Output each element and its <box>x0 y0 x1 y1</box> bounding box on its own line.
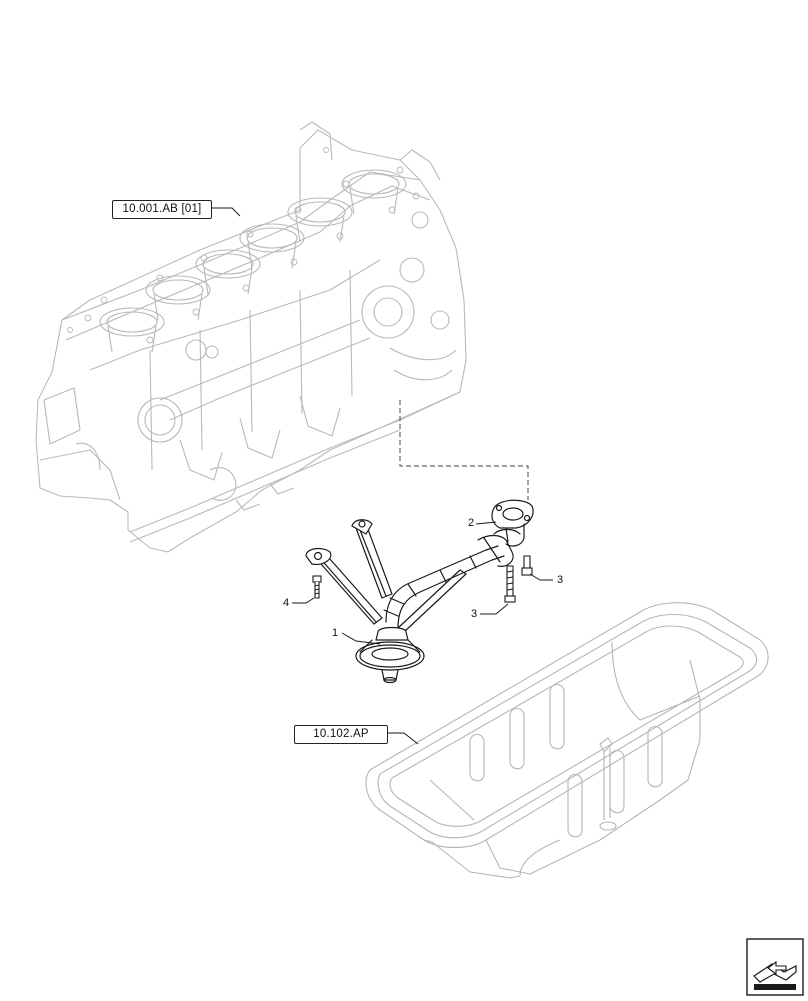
leader-engine-block <box>212 207 241 217</box>
leader-lines <box>212 207 553 745</box>
engine-block <box>35 121 467 553</box>
callout-item-3-right: 3 <box>557 574 564 586</box>
bolt-item-3-left <box>504 565 516 603</box>
leader-item-1 <box>341 632 381 645</box>
leader-item-3-right <box>529 573 553 581</box>
callout-item-2: 2 <box>468 517 475 529</box>
oil-pan <box>365 602 769 879</box>
callout-item-4: 4 <box>283 597 290 609</box>
leader-oil-pan <box>388 732 419 745</box>
leader-item-3-left <box>480 603 509 615</box>
assembly-dashed-line <box>399 400 529 500</box>
bolt-item-3-right <box>521 555 533 576</box>
leader-item-2 <box>475 521 497 525</box>
leader-item-4 <box>292 597 315 604</box>
oil-pan-reference-label[interactable]: 10.102.AP <box>294 725 388 744</box>
callout-item-3-left: 3 <box>471 608 478 620</box>
callout-item-1: 1 <box>332 627 339 639</box>
oil-pickup-tube <box>305 499 534 684</box>
bolt-item-4 <box>312 575 322 599</box>
page-navigation-icon[interactable] <box>746 938 804 996</box>
engine-block-reference-label[interactable]: 10.001.AB [01] <box>112 200 212 219</box>
